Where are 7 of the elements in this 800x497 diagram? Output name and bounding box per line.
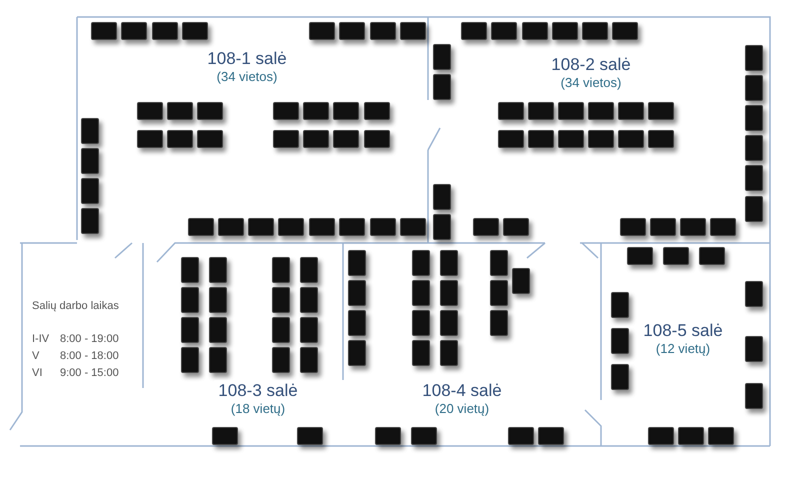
hours-label: 8:00 - 19:00: [60, 332, 119, 347]
hours-label: 9:00 - 15:00: [60, 366, 119, 381]
weekday-label: VI: [32, 366, 42, 381]
weekday-label: I-IV: [32, 332, 50, 347]
opening-hours-heading: Salių darbo laikas: [32, 299, 119, 314]
hours-label: 8:00 - 18:00: [60, 349, 119, 364]
weekday-label: V: [32, 349, 40, 364]
